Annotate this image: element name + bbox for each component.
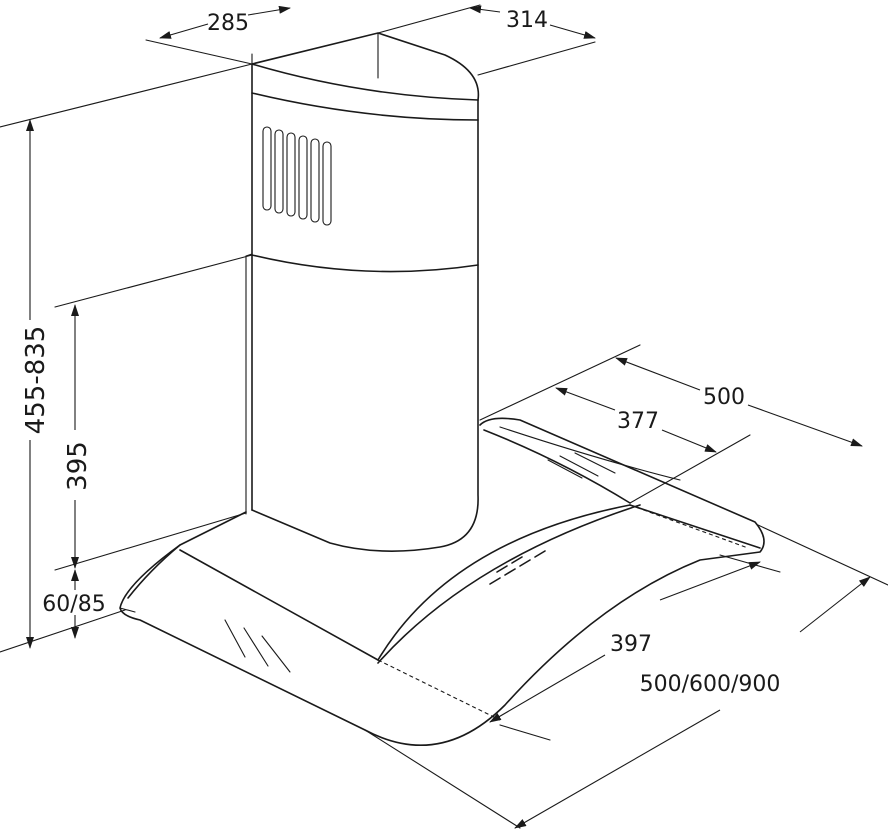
label-hood-width: 500/600/900 bbox=[640, 672, 781, 697]
label-chimney-depth: 314 bbox=[506, 8, 548, 33]
dimension-lines bbox=[26, 5, 871, 829]
label-total-height: 455-835 bbox=[21, 326, 51, 435]
extension-lines bbox=[0, 4, 888, 829]
hidden-edges bbox=[377, 504, 749, 721]
control-panel bbox=[489, 550, 546, 585]
label-chimney-width: 285 bbox=[207, 11, 249, 36]
label-canopy-depth: 500 bbox=[703, 385, 745, 410]
canopy bbox=[119, 417, 765, 747]
label-inner-depth: 377 bbox=[617, 409, 659, 434]
vent-slots bbox=[262, 126, 332, 226]
chimney bbox=[245, 32, 480, 552]
label-chimney-height: 395 bbox=[63, 441, 93, 491]
glass-reflections bbox=[224, 452, 616, 673]
label-canopy-thickness: 60/85 bbox=[42, 592, 105, 617]
dimension-labels: 285 314 455-835 395 60/85 500 377 397 50… bbox=[21, 8, 780, 697]
label-glass-width: 397 bbox=[610, 632, 652, 657]
